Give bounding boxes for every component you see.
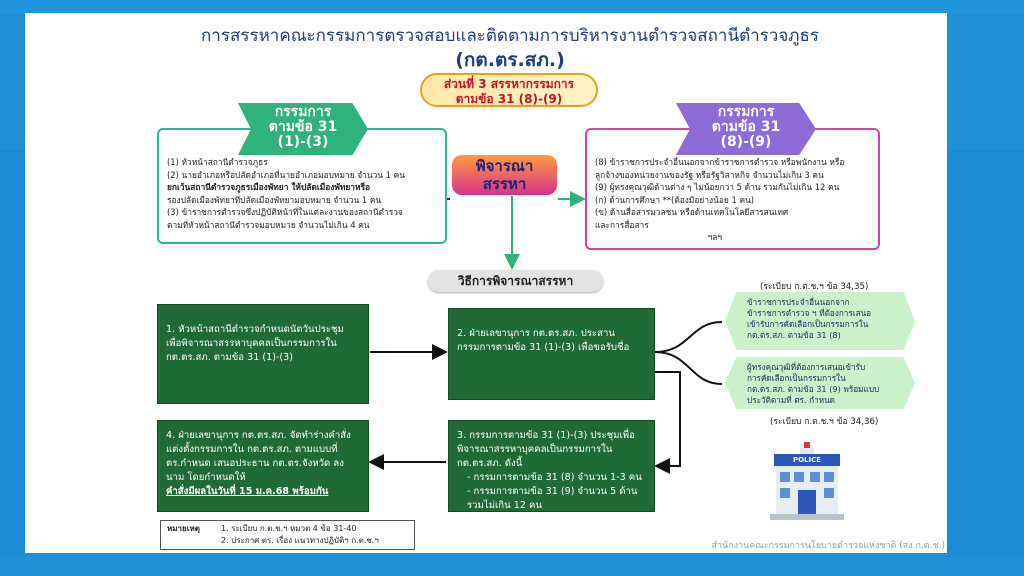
right-arrow-line2: ตามข้อ 31	[711, 119, 781, 135]
hex2-line2: การคัดเลือกเป็นกรรมการใน	[747, 373, 846, 383]
left-arrow-line1: กรรมการ	[274, 104, 332, 120]
committee-1-3-arrow-label: กรรมการ ตามข้อ 31 (1)-(3)	[238, 103, 368, 155]
step-3-sub1: - กรรมการตามข้อ 31 (8) จำนวน 1-3 คน	[467, 472, 642, 483]
step-4-main: 4. ฝ่ายเลขานุการ กต.ตร.สภ. จัดทำร่างคำสั…	[166, 430, 351, 483]
right-item-5: (ข) ด้านสื่อสารมวลชน หรือด้านเทคโนโลยีสา…	[595, 207, 789, 217]
remarks-label: หมายเหตุ	[167, 524, 200, 533]
step-2-box: 2. ฝ่ายเลขานุการ กต.ตร.สภ. ประสาน กรรมกา…	[448, 308, 655, 400]
right-item-2: ลูกจ้างของหน่วยงานของรัฐ หรือรัฐวิสาหกิจ…	[595, 169, 824, 180]
consider-line1: พิจารณา	[475, 157, 534, 175]
police-station-icon: POLICE	[768, 440, 846, 525]
remarks-box: หมายเหตุ 1. ระเบียบ ก.ต.ช.ฯ หมวด 4 ข้อ 3…	[160, 520, 415, 550]
consider-badge: พิจารณา สรรหา	[452, 155, 557, 195]
hex1-line2: ข้าราชการตำรวจ ฯ ที่ต้องการเสนอ	[747, 308, 872, 318]
method-heading: วิธีการพิจารณาสรรหา	[428, 270, 603, 292]
step-4-box: 4. ฝ่ายเลขานุการ กต.ตร.สภ. จัดทำร่างคำสั…	[157, 420, 369, 512]
right-item-4: (ก) ด้านการศึกษา **(ต้องมีอย่างน้อย 1 คน…	[595, 194, 755, 205]
step-3-sub2: - กรรมการตามข้อ 31 (9) จำนวน 5 ด้าน รวมไ…	[467, 486, 638, 511]
right-arrow-line3: (8)-(9)	[720, 134, 772, 150]
step-3-main: 3. กรรมการตามข้อ 31 (1)-(3) ประชุมเพื่อพ…	[457, 430, 635, 469]
left-item-3: ยกเว้นสถานีตำรวจภูธรเมืองพัทยา ให้ปลัดเม…	[167, 182, 371, 192]
right-item-6: และการสื่อสาร	[595, 219, 649, 230]
left-item-6: ตามที่หัวหน้าสถานีตำรวจมอบหมาย จำนวนไม่เ…	[167, 219, 370, 230]
left-item-4: รองปลัดเมืองพัทยาที่ปลัดเมืองพัทยามอบหมา…	[167, 194, 382, 205]
hex2-line1: ผู้ทรงคุณวุฒิที่ต้องการเสนอเข้ารับ	[747, 362, 866, 372]
right-arrow-line1: กรรมการ	[717, 104, 775, 120]
part3-badge: ส่วนที่ 3 สรรหากรรมการ ตามข้อ 31 (8)-(9)	[420, 73, 598, 107]
right-item-1: (8) ข้าราชการประจำอื่นนอกจากข้าราชการตำร…	[595, 157, 845, 167]
page-subtitle: (กต.ตร.สภ.)	[455, 49, 565, 71]
remarks-line1: 1. ระเบียบ ก.ต.ช.ฯ หมวด 4 ข้อ 31-40	[221, 524, 357, 533]
consider-line2: สรรหา	[482, 175, 527, 193]
right-etc: ฯลฯ	[707, 232, 722, 242]
left-item-2: (2) นายอำเภอหรือปลัดอำเภอที่นายอำเภอมอบห…	[167, 169, 406, 180]
left-arrow-line3: (1)-(3)	[277, 134, 329, 150]
brace-upper	[654, 321, 723, 353]
step-3-box: 3. กรรมการตามข้อ 31 (1)-(3) ประชุมเพื่อพ…	[448, 420, 655, 512]
left-item-5: (3) ข้าราชการตำรวจซึ่งปฏิบัติหน้าที่ในแต…	[167, 207, 403, 217]
left-item-1: (1) หัวหน้าสถานีตำรวจภูธร	[167, 157, 268, 167]
hex1-line4: กต.ตร.สภ. ตามข้อ 31 (8)	[747, 330, 841, 340]
hex1-line3: เข้ารับการคัดเลือกเป็นกรรมการใน	[747, 319, 869, 329]
right-item-3: (9) ผู้ทรงคุณวุฒิด้านต่าง ๆ ไม่น้อยกว่า …	[595, 182, 840, 192]
hex2-line4: ประวัติตามที่ ตร. กำหนด	[747, 395, 836, 405]
proposal-8-hexagon: ข้าราชการประจำอื่นนอกจาก ข้าราชการตำรวจ …	[725, 292, 915, 350]
hex1-line1: ข้าราชการประจำอื่นนอกจาก	[747, 297, 850, 307]
arrow-step2-step3	[654, 371, 681, 474]
remarks-line2: 2. ประกาศ ตร. เรื่อง แนวทางปฏิบัติฯ ก.ต.…	[221, 536, 379, 545]
top-bar	[0, 0, 1024, 13]
proposal-9-hexagon: ผู้ทรงคุณวุฒิที่ต้องการเสนอเข้ารับ การคั…	[725, 357, 915, 409]
committee-8-9-arrow-label: กรรมการ ตามข้อ 31 (8)-(9)	[676, 103, 816, 155]
left-side-band	[0, 150, 25, 560]
regulation-ref-top: (ระเบียบ ก.ต.ช.ฯ ข้อ 34,35)	[760, 282, 869, 292]
brace-lower	[654, 351, 723, 385]
regulation-ref-bottom: (ระเบียบ ก.ต.ช.ฯ ข้อ 34,36)	[770, 417, 879, 427]
hex2-line3: กต.ตร.สภ. ตามข้อ 31 (9) พร้อมแบบ	[747, 384, 880, 394]
footer-agency: สำนักงานคณะกรรมการนโยบายตำรวจแห่งชาติ (ส…	[711, 541, 945, 551]
right-side-band	[947, 150, 1024, 560]
step-1-box: 1. หัวหน้าสถานีตำรวจกำหนดนัดวันประชุม เพ…	[157, 304, 369, 404]
part3-line1: ส่วนที่ 3 สรรหากรรมการ	[443, 77, 575, 91]
part3-line2: ตามข้อ 31 (8)-(9)	[455, 92, 563, 106]
police-sign-text: POLICE	[792, 456, 822, 464]
left-arrow-line2: ตามข้อ 31	[268, 119, 338, 135]
bottom-band	[0, 553, 1024, 576]
page-title: การสรรหาคณะกรรมการตรวจสอบและติดตามการบริ…	[200, 26, 820, 46]
step-4-emphasis: คำสั่งมีผลในวันที่ 15 ม.ค.68 พร้อมกัน	[166, 486, 329, 497]
